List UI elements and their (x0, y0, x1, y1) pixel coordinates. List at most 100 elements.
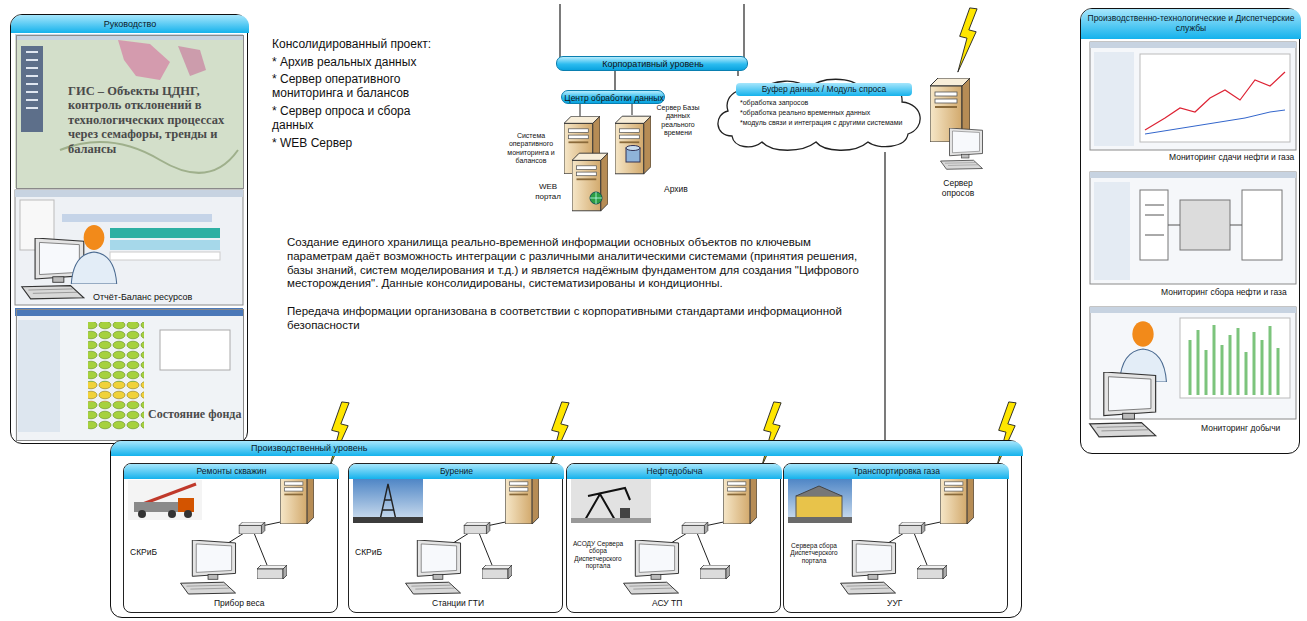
cloud-outline (718, 79, 920, 150)
corporate-level-bar: Корпоративный уровень (556, 56, 748, 71)
oil-delivery-screenshot (1090, 42, 1296, 150)
oil-delivery-screenshot (1145, 110, 1285, 134)
fund-screenshot-image (15, 308, 243, 440)
connector-line (737, 71, 738, 76)
node-text: Прибор веса (214, 599, 304, 609)
gas-station-image (796, 486, 842, 496)
fund-screenshot-image (160, 330, 230, 370)
gas-station-image (796, 496, 842, 518)
gas-station-image (788, 517, 852, 523)
report-screenshot-image (110, 228, 220, 238)
gas-station-image (788, 479, 852, 523)
computer-icon (406, 540, 461, 594)
pumpjack-image (571, 479, 651, 523)
server-icon (572, 153, 608, 211)
production-screenshot (1090, 307, 1296, 313)
gis-screenshot-image (15, 34, 243, 188)
server-icon (615, 116, 651, 174)
person-icon (1120, 321, 1167, 382)
gis-screenshot-image (15, 34, 243, 188)
drilling-rig-image (380, 484, 396, 520)
drilling-rig-image (353, 479, 423, 523)
oil-gathering-screenshot (1140, 190, 1168, 260)
server-label: Сервер опросов (930, 178, 986, 198)
oil-gathering-screenshot (1094, 182, 1130, 280)
server-label: Сервер Базы данных реального времени (655, 104, 701, 138)
globe-icon (590, 192, 602, 204)
fund-screenshot-image (88, 402, 144, 430)
report-screenshot-image (15, 190, 243, 305)
report-screenshot-image (15, 190, 243, 197)
node-text: Отчёт-Баланс ресурсов (93, 292, 233, 302)
connector-line (884, 152, 885, 440)
computer-icon (941, 128, 983, 169)
repair-truck-image (168, 510, 176, 518)
oil-delivery-screenshot (1094, 52, 1134, 146)
fund-screenshot-image (88, 382, 144, 402)
gis-screenshot-image (118, 40, 170, 80)
node-text: Мониторинг сбора нефти и газа (1161, 288, 1295, 298)
corporate-bus-ticks (743, 4, 744, 58)
project-item: * Архив реальных данных (272, 55, 472, 69)
node-text: Станции ГТИ (432, 599, 522, 609)
repair-truck-image (178, 498, 194, 512)
gis-screenshot-image (26, 52, 38, 108)
node-text: Мониторинг добычи (1201, 424, 1297, 434)
panel-heading: Нефтедобыча (567, 464, 782, 479)
wireless-link-bolt (958, 8, 977, 72)
production-screenshot (1190, 325, 1278, 395)
node-text: СКРиБ (355, 548, 405, 558)
device-icon (917, 565, 947, 579)
node-text: АСОДУ Сервера сбора Диспетчерского порта… (571, 540, 625, 570)
network-switch-icon (464, 522, 490, 534)
production-site-panel: НефтедобычаАСОДУ Сервера сбора Диспетчер… (566, 463, 781, 613)
report-screenshot-image (62, 214, 212, 222)
node-text: *обработка запросов (740, 99, 918, 107)
node-text: СКРиБ (130, 548, 180, 558)
description-text: Передача информации организована в соотв… (287, 305, 872, 333)
panel-heading: Производственный уровень (111, 441, 1023, 456)
wireless-link-bolt (330, 402, 349, 466)
server-label: Архив (664, 184, 704, 194)
report-screenshot-image (15, 190, 243, 305)
globe-icon (590, 192, 602, 204)
computer-icon (181, 540, 236, 594)
gas-station-image (788, 479, 852, 523)
corporate-bus-ticks (560, 4, 744, 58)
repair-truck-image (128, 480, 202, 520)
pumpjack-image (571, 518, 651, 523)
node-text: Центр обработки данных (562, 91, 666, 105)
production-site-panel: Ремонты скважинСКРиБ Прибор веса (123, 463, 338, 613)
node-text: Мониторинг сдачи нефти и газа (1169, 153, 1297, 163)
oil-gathering-screenshot (1242, 190, 1282, 260)
dispatch-services-panel: Производственно-технологические и Диспет… (1080, 8, 1300, 454)
repair-truck-image (184, 510, 192, 518)
node-text: Сервера сбора Диспетчерского портала (788, 542, 840, 564)
computer-icon (1090, 372, 1156, 437)
project-item: * WEB Сервер (272, 136, 440, 150)
repair-truck-image (128, 480, 202, 520)
oil-gathering-screenshot (1090, 172, 1296, 284)
node-text: АСУ ТП (652, 599, 722, 609)
gis-screenshot: ГИС – Объекты ЦДНГ, контроль отклонений … (16, 35, 244, 189)
database-icon (626, 146, 640, 151)
panel-heading: Производственно-технологические и Диспет… (1081, 9, 1301, 39)
oil-gathering-screenshot (1090, 172, 1296, 284)
corporate-bus-ticks (559, 4, 560, 58)
oil-gathering-screenshot (1145, 205, 1242, 235)
node-text: *обработка реально временных данных (740, 109, 918, 117)
panel-heading: Ремонты скважин (124, 464, 339, 479)
repair-truck-image (138, 510, 146, 518)
panel-heading: Бурение (349, 464, 564, 479)
network-switch-icon (682, 522, 708, 534)
wireless-link-bolt (997, 402, 1016, 466)
server-links (580, 104, 581, 118)
data-center-bar: Центр обработки данных (561, 90, 665, 104)
device-icon (482, 565, 512, 579)
project-item: * Сервер оперативного мониторинга и бала… (272, 72, 440, 101)
globe-icon (590, 192, 602, 204)
fund-screenshot: Состояние фонда (16, 309, 244, 441)
drilling-rig-image (353, 479, 423, 523)
management-panel: ГИС – Объекты ЦДНГ, контроль отклонений … (10, 14, 248, 444)
